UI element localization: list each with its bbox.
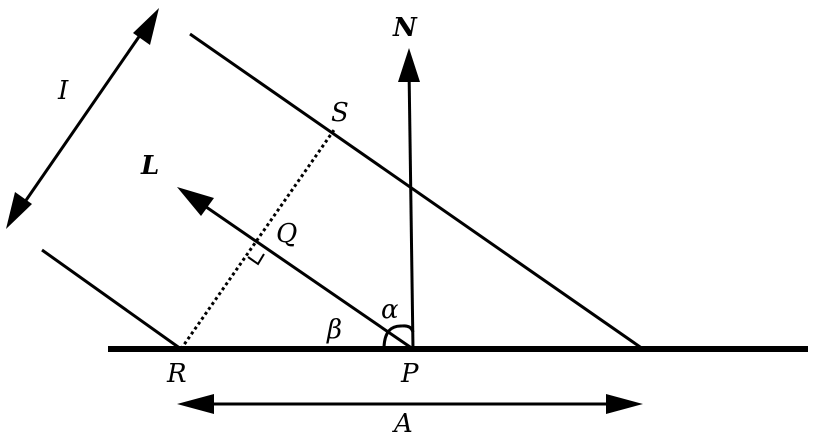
area-width-arrowhead-right — [606, 394, 643, 414]
normal-arrowhead — [398, 48, 420, 82]
right-angle-marker — [247, 253, 265, 266]
label-point-p: P — [400, 359, 419, 389]
label-normal: N — [392, 13, 418, 43]
beam-lower-boundary — [41, 248, 182, 351]
label-angle-alpha: α — [381, 295, 399, 325]
beam-upper-boundary — [189, 32, 644, 351]
beam-width-arrowhead-bottom — [6, 192, 32, 229]
label-point-s: S — [331, 98, 349, 128]
light-arrowhead — [177, 187, 214, 216]
normal-vector — [407, 67, 415, 350]
beam-width-arrow — [18, 27, 147, 210]
light-vector — [195, 198, 414, 351]
angle-alpha-arc-right — [401, 324, 415, 333]
beam-width-arrowhead-top — [133, 8, 159, 45]
perpendicular-rs — [179, 129, 336, 350]
angle-alpha-arc — [382, 324, 403, 348]
label-light: L — [140, 151, 159, 181]
label-angle-beta: β — [326, 315, 342, 345]
label-point-r: R — [166, 359, 187, 389]
label-point-q: Q — [276, 219, 297, 249]
area-width-arrowhead-left — [177, 394, 214, 414]
label-beam-width: I — [57, 76, 69, 106]
label-area-width: A — [392, 409, 413, 439]
